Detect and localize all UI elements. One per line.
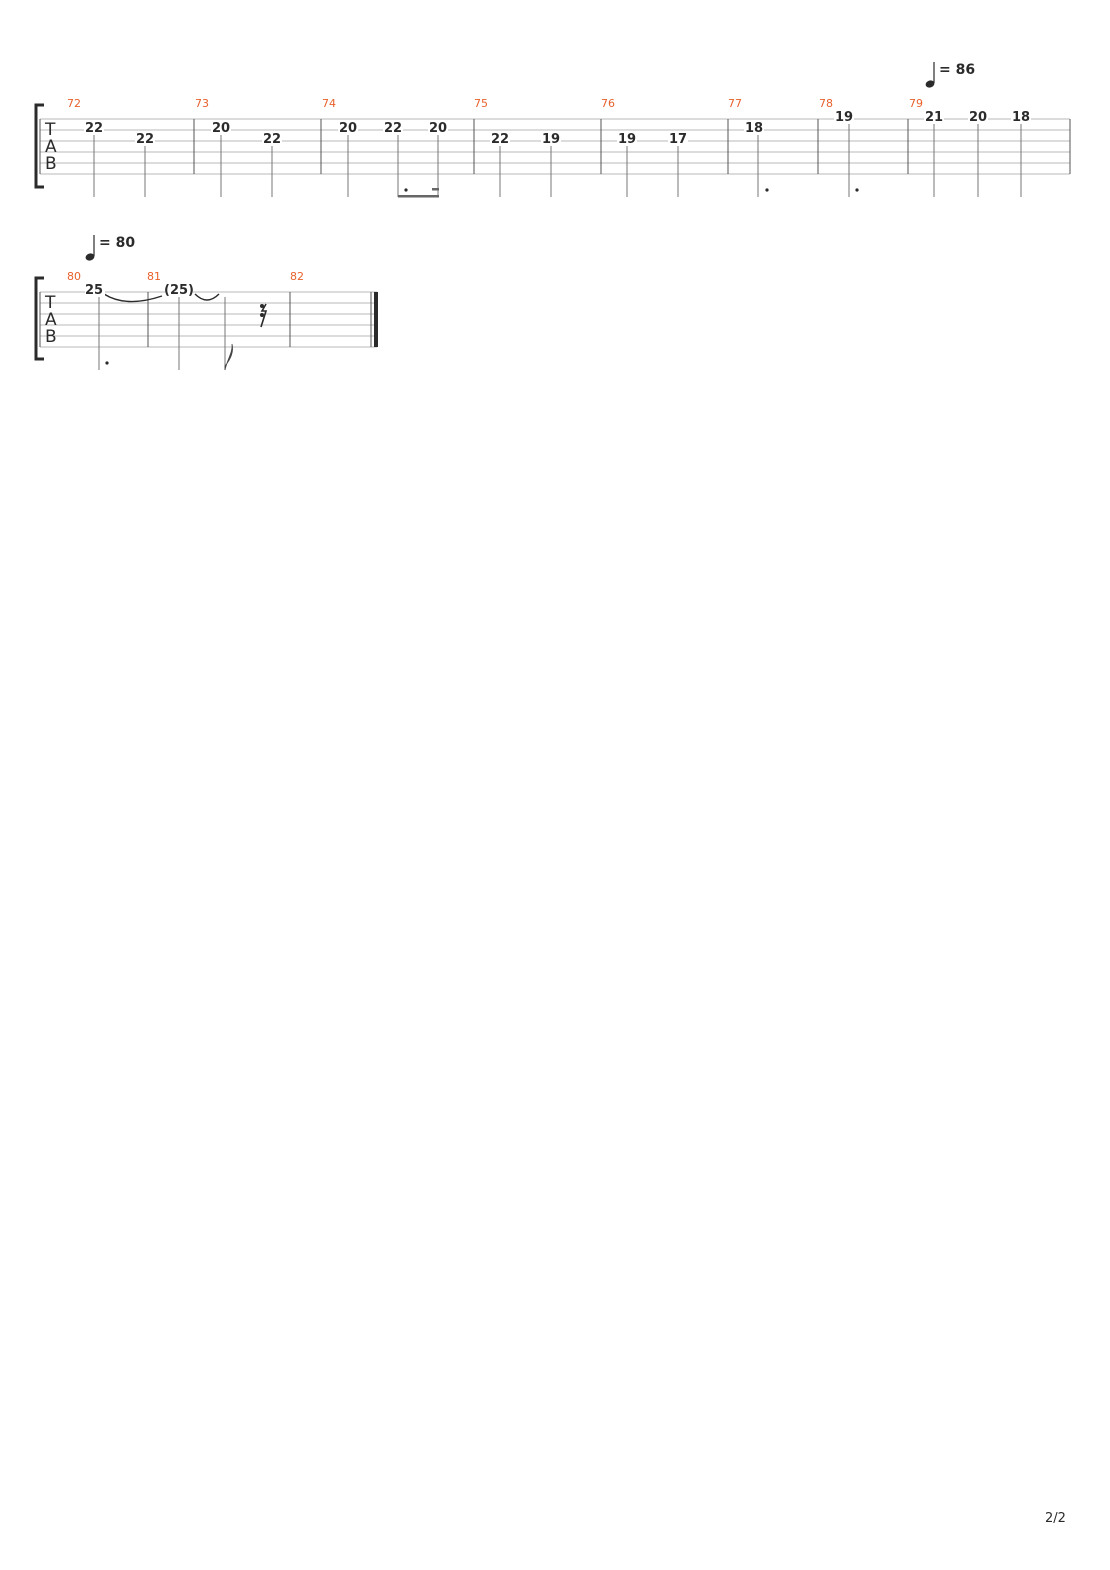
staff-lines bbox=[40, 291, 377, 348]
tab-clef-a: A bbox=[45, 137, 57, 157]
fret-number: 17 bbox=[669, 132, 687, 147]
tab-clef-t: T bbox=[44, 120, 56, 140]
measure-number: 76 bbox=[601, 97, 615, 110]
barlines bbox=[39, 119, 1071, 174]
dotted-rhythm-dot bbox=[404, 188, 408, 192]
fret-number: 19 bbox=[542, 132, 560, 147]
tie-arc bbox=[194, 293, 220, 301]
measure-number: 80 bbox=[67, 270, 81, 283]
measure-number: 75 bbox=[474, 97, 488, 110]
final-barline bbox=[374, 292, 378, 347]
eighth-flag-icon bbox=[224, 343, 233, 371]
measure-number: 74 bbox=[322, 97, 336, 110]
fret-number: 22 bbox=[384, 121, 402, 136]
fret-number: 20 bbox=[429, 121, 447, 136]
fret-number: 22 bbox=[263, 132, 281, 147]
eighth-beam bbox=[398, 195, 439, 198]
dotted-rhythm-dot bbox=[855, 188, 859, 192]
system-2: T A B = 80 80 81 82 bbox=[34, 235, 378, 371]
tempo-marking: = 80 bbox=[85, 235, 135, 261]
fret-number: 20 bbox=[969, 110, 987, 125]
fret-number: (25) bbox=[164, 283, 194, 298]
system-bracket bbox=[34, 103, 44, 189]
fret-number: 20 bbox=[212, 121, 230, 136]
tab-clef-b: B bbox=[45, 327, 57, 347]
fret-number: 25 bbox=[85, 283, 103, 298]
page-number: 2/2 bbox=[1045, 1511, 1066, 1526]
quarter-note-icon bbox=[85, 253, 95, 261]
measure-number: 82 bbox=[290, 270, 304, 283]
sixteenth-beam-stub bbox=[432, 188, 439, 191]
measure-number: 73 bbox=[195, 97, 209, 110]
note-stems bbox=[93, 124, 1022, 197]
tempo-text: = 86 bbox=[939, 62, 975, 78]
system-1: T A B = 86 72 73 bbox=[34, 62, 1071, 198]
fret-number: 20 bbox=[339, 121, 357, 136]
dotted-rhythm-dot bbox=[765, 188, 769, 192]
measure-number: 72 bbox=[67, 97, 81, 110]
sixteenth-rest-icon bbox=[260, 303, 268, 328]
measure-number: 77 bbox=[728, 97, 742, 110]
fret-number: 19 bbox=[618, 132, 636, 147]
fret-backgrounds bbox=[85, 283, 193, 296]
fret-number: 22 bbox=[136, 132, 154, 147]
fret-number: 19 bbox=[835, 110, 853, 125]
tie-arc bbox=[103, 293, 163, 303]
barlines bbox=[39, 292, 372, 347]
system-bracket bbox=[34, 276, 44, 361]
dotted-rhythm-dot bbox=[105, 361, 109, 365]
fret-number: 22 bbox=[491, 132, 509, 147]
tab-clef-a: A bbox=[45, 310, 57, 330]
tempo-marking: = 86 bbox=[925, 62, 975, 88]
measure-number: 78 bbox=[819, 97, 833, 110]
measure-number: 79 bbox=[909, 97, 923, 110]
tab-clef-b: B bbox=[45, 154, 57, 174]
note-stems bbox=[98, 297, 226, 370]
measure-number: 81 bbox=[147, 270, 161, 283]
fret-number: 21 bbox=[925, 110, 943, 125]
fret-backgrounds bbox=[84, 110, 1031, 145]
quarter-note-icon bbox=[925, 80, 935, 88]
fret-number: 22 bbox=[85, 121, 103, 136]
tempo-text: = 80 bbox=[99, 235, 135, 251]
fret-number: 18 bbox=[745, 121, 763, 136]
fret-number: 18 bbox=[1012, 110, 1030, 125]
tab-clef-t: T bbox=[44, 293, 56, 313]
